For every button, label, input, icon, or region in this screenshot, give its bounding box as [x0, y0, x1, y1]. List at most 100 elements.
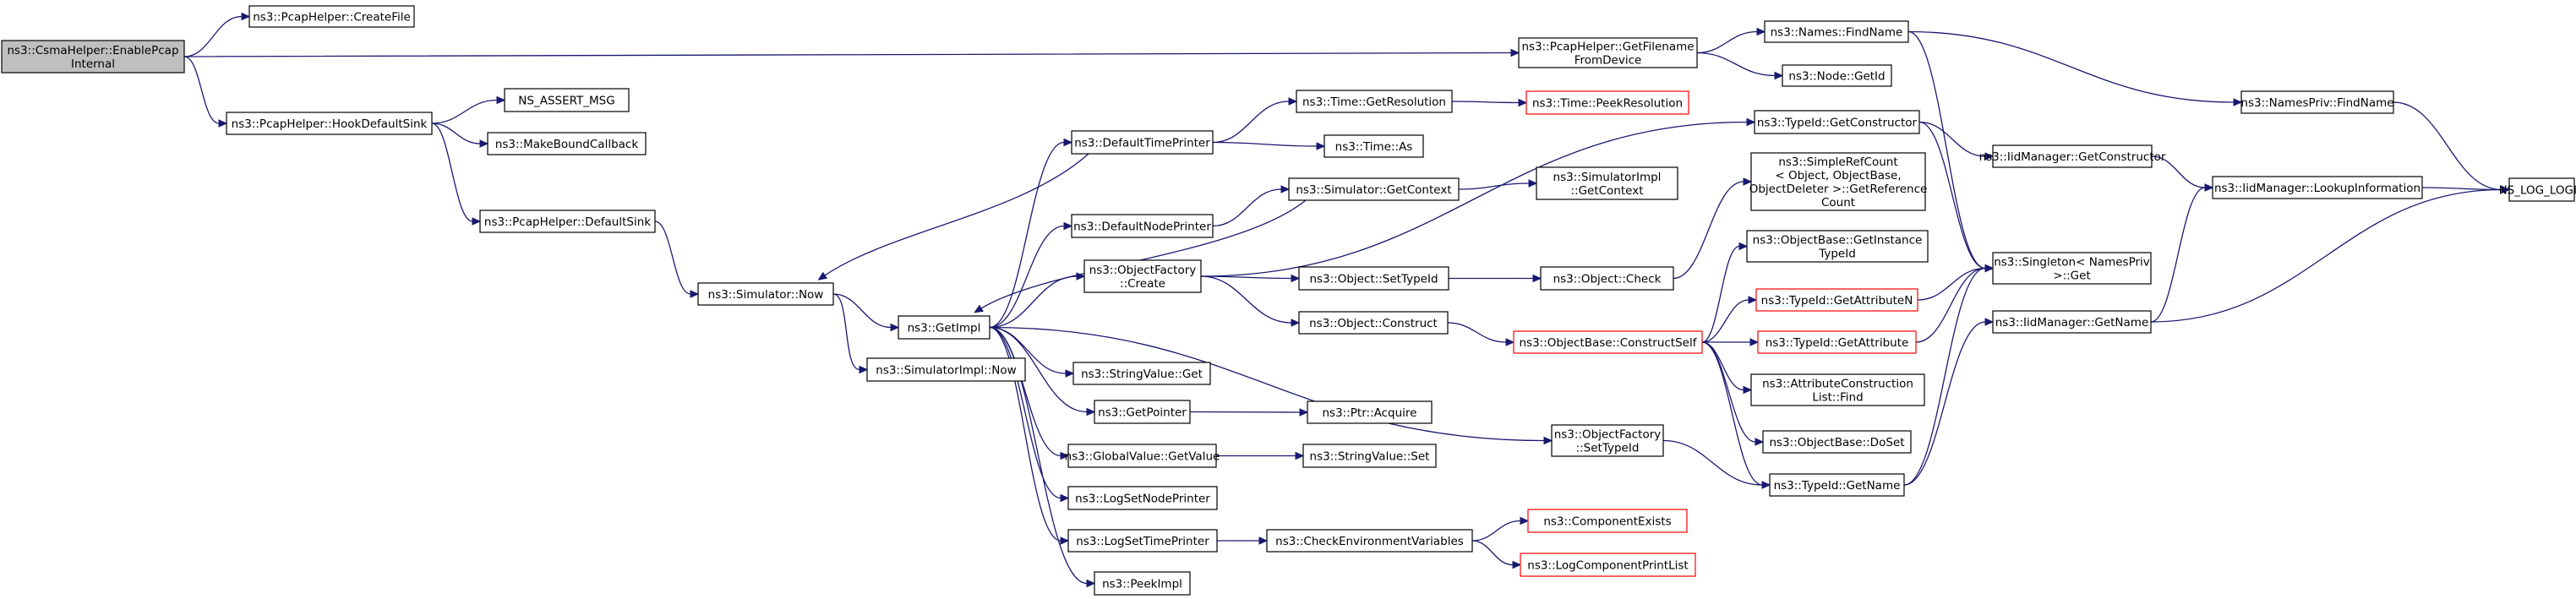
arrowhead [1984, 264, 1995, 273]
node-typeid-getctor[interactable]: ns3::TypeId::GetConstructor [1754, 110, 1920, 134]
node-iidmanager-getctor[interactable]: ns3::IidManager::GetConstructor [1979, 144, 2166, 168]
node-box [1755, 288, 1918, 312]
edge-getpointer-to-ptr-acquire [1189, 408, 1309, 417]
node-label: ns3::DefaultTimePrinter [1074, 136, 1210, 150]
arrowhead [2233, 98, 2243, 106]
node-logsettimeprinter[interactable]: ns3::LogSetTimePrinter [1067, 529, 1218, 553]
node-simimpl-now[interactable]: ns3::SimulatorImpl::Now [866, 357, 1026, 382]
node-time-peekres[interactable]: ns3::Time::PeekResolution [1525, 90, 1689, 115]
node-objectbase-doset[interactable]: ns3::ObjectBase::DoSet [1762, 430, 1912, 454]
edge-pcap-hook-to-pcap-default [431, 123, 482, 226]
node-typeid-getattr[interactable]: ns3::TypeId::GetAttribute [1757, 330, 1917, 354]
node-box [1298, 266, 1449, 291]
node-label: ns3::TypeId::GetAttribute [1766, 336, 1909, 350]
node-object-construct[interactable]: ns3::Object::Construct [1298, 311, 1449, 335]
node-namespriv-find[interactable]: ns3::NamesPriv::FindName [2240, 90, 2394, 114]
node-label: ns3::ObjectFactory [1554, 427, 1662, 441]
edge-typeid-getname-to-singleton-get [1903, 264, 1995, 486]
node-pcap-hook[interactable]: ns3::PcapHelper::HookDefaultSink [226, 112, 433, 135]
arrowhead [1316, 142, 1326, 150]
node-label: NS_LOG_LOGIC [2499, 183, 2576, 197]
node-logcomponentprintlist[interactable]: ns3::LogComponentPrintList [1520, 553, 1696, 577]
node-ptr-acquire[interactable]: ns3::Ptr::Acquire [1307, 400, 1433, 424]
node-label: ns3::Object::SetTypeId [1309, 272, 1438, 286]
node-pcap-default[interactable]: ns3::PcapHelper::DefaultSink [479, 210, 656, 233]
node-box [1288, 177, 1460, 201]
node-box [1302, 444, 1437, 468]
edge-line [989, 326, 1062, 542]
node-objfactory-settypeid[interactable]: ns3::ObjectFactory::SetTypeId [1551, 424, 1664, 457]
node-make-bound[interactable]: ns3::MakeBoundCallback [487, 132, 647, 155]
node-box [1551, 424, 1664, 457]
node-pcap-create[interactable]: ns3::PcapHelper::CreateFile [248, 5, 415, 28]
edge-line [431, 123, 473, 222]
arrowhead [1060, 536, 1070, 545]
edge-objfactory-create-to-object-construct [1200, 275, 1301, 327]
node-sim-now[interactable]: ns3::Simulator::Now [697, 282, 834, 306]
arrowhead [479, 139, 489, 148]
node-simplerefcount[interactable]: ns3::SimpleRefCount< Object, ObjectBase,… [1749, 152, 1928, 211]
arrowhead [1288, 97, 1298, 106]
node-objectbase-constructself[interactable]: ns3::ObjectBase::ConstructSelf [1513, 330, 1703, 354]
node-iidmanager-getname[interactable]: ns3::IidManager::GetName [1992, 310, 2152, 334]
node-box [1764, 20, 1909, 43]
node-stringvalue-get[interactable]: ns3::StringValue::Get [1072, 362, 1211, 385]
arrowhead [1510, 48, 1520, 57]
arrowhead [1291, 319, 1301, 327]
node-object-check[interactable]: ns3::Object::Check [1540, 266, 1674, 291]
edge-root-to-pcap-getfn [183, 48, 1520, 57]
node-iidmanager-lookup[interactable]: ns3::IidManager::LookupInformation [2212, 176, 2423, 199]
edge-pcap-hook-to-ns-assert [431, 95, 506, 124]
node-box [898, 315, 991, 340]
edge-object-settypeid-to-object-check [1448, 274, 1542, 283]
node-box [1071, 130, 1214, 155]
edge-line [1907, 30, 2235, 103]
node-typeid-getname[interactable]: ns3::TypeId::GetName [1769, 473, 1905, 497]
node-objfactory-create[interactable]: ns3::ObjectFactory::Create [1083, 259, 1202, 293]
node-default-node-printer[interactable]: ns3::DefaultNodePrinter [1071, 214, 1214, 238]
node-label: ns3::LogSetNodePrinter [1075, 492, 1210, 505]
node-node-getid[interactable]: ns3::Node::GetId [1782, 64, 1892, 87]
node-ns-assert[interactable]: NS_ASSERT_MSG [504, 88, 630, 112]
node-time-getres[interactable]: ns3::Time::GetResolution [1296, 90, 1453, 113]
node-label: ns3::StringValue::Set [1310, 449, 1430, 463]
edge-line [1701, 299, 1749, 343]
node-getimpl[interactable]: ns3::GetImpl [898, 315, 991, 340]
node-time-as[interactable]: ns3::Time::As [1323, 134, 1424, 158]
edge-line [989, 141, 1065, 329]
node-getpointer[interactable]: ns3::GetPointer [1094, 400, 1191, 424]
arrowhead [1065, 369, 1075, 378]
node-box [248, 5, 415, 28]
edge-line [989, 225, 1065, 329]
node-sim-getctx[interactable]: ns3::Simulator::GetContext [1288, 177, 1460, 201]
edge-getimpl-to-objfactory-settypeid [989, 326, 1553, 445]
node-singleton-get[interactable]: ns3::Singleton< NamesPriv>::Get [1992, 252, 2152, 285]
edge-line [2150, 188, 2502, 323]
edge-pcap-hook-to-make-bound [431, 123, 489, 148]
node-default-time-printer[interactable]: ns3::DefaultTimePrinter [1071, 130, 1214, 155]
edge-line [1447, 322, 1507, 343]
node-label: ns3::Time::GetResolution [1302, 95, 1446, 109]
node-ns-log-logic[interactable]: NS_LOG_LOGIC [2499, 177, 2576, 202]
node-typeid-getattrn[interactable]: ns3::TypeId::GetAttributeN [1755, 288, 1918, 312]
node-globalvalue-getvalue[interactable]: ns3::GlobalValue::GetValue [1065, 444, 1220, 468]
node-peekimpl[interactable]: ns3::PeekImpl [1094, 571, 1191, 596]
node-label: ns3::SimulatorImpl::Now [876, 363, 1016, 377]
arrowhead [1774, 71, 1784, 80]
node-stringvalue-set[interactable]: ns3::StringValue::Set [1302, 444, 1437, 468]
arrowhead [2204, 183, 2214, 192]
node-logsetnodeprinter[interactable]: ns3::LogSetNodePrinter [1067, 486, 1218, 510]
node-component-exists[interactable]: ns3::ComponentExists [1527, 509, 1688, 533]
edge-getimpl-to-objfactory-create [989, 272, 1086, 329]
node-names-find[interactable]: ns3::Names::FindName [1764, 20, 1909, 43]
node-object-settypeid[interactable]: ns3::Object::SetTypeId [1298, 266, 1449, 291]
node-simimpl-getctx[interactable]: ns3::SimulatorImpl::GetContext [1536, 166, 1678, 200]
edge-line [1696, 52, 1776, 77]
arrowhead [1291, 274, 1301, 283]
node-check-env[interactable]: ns3::CheckEnvironmentVariables [1266, 529, 1473, 553]
node-label: ns3::ObjectFactory [1089, 264, 1197, 277]
